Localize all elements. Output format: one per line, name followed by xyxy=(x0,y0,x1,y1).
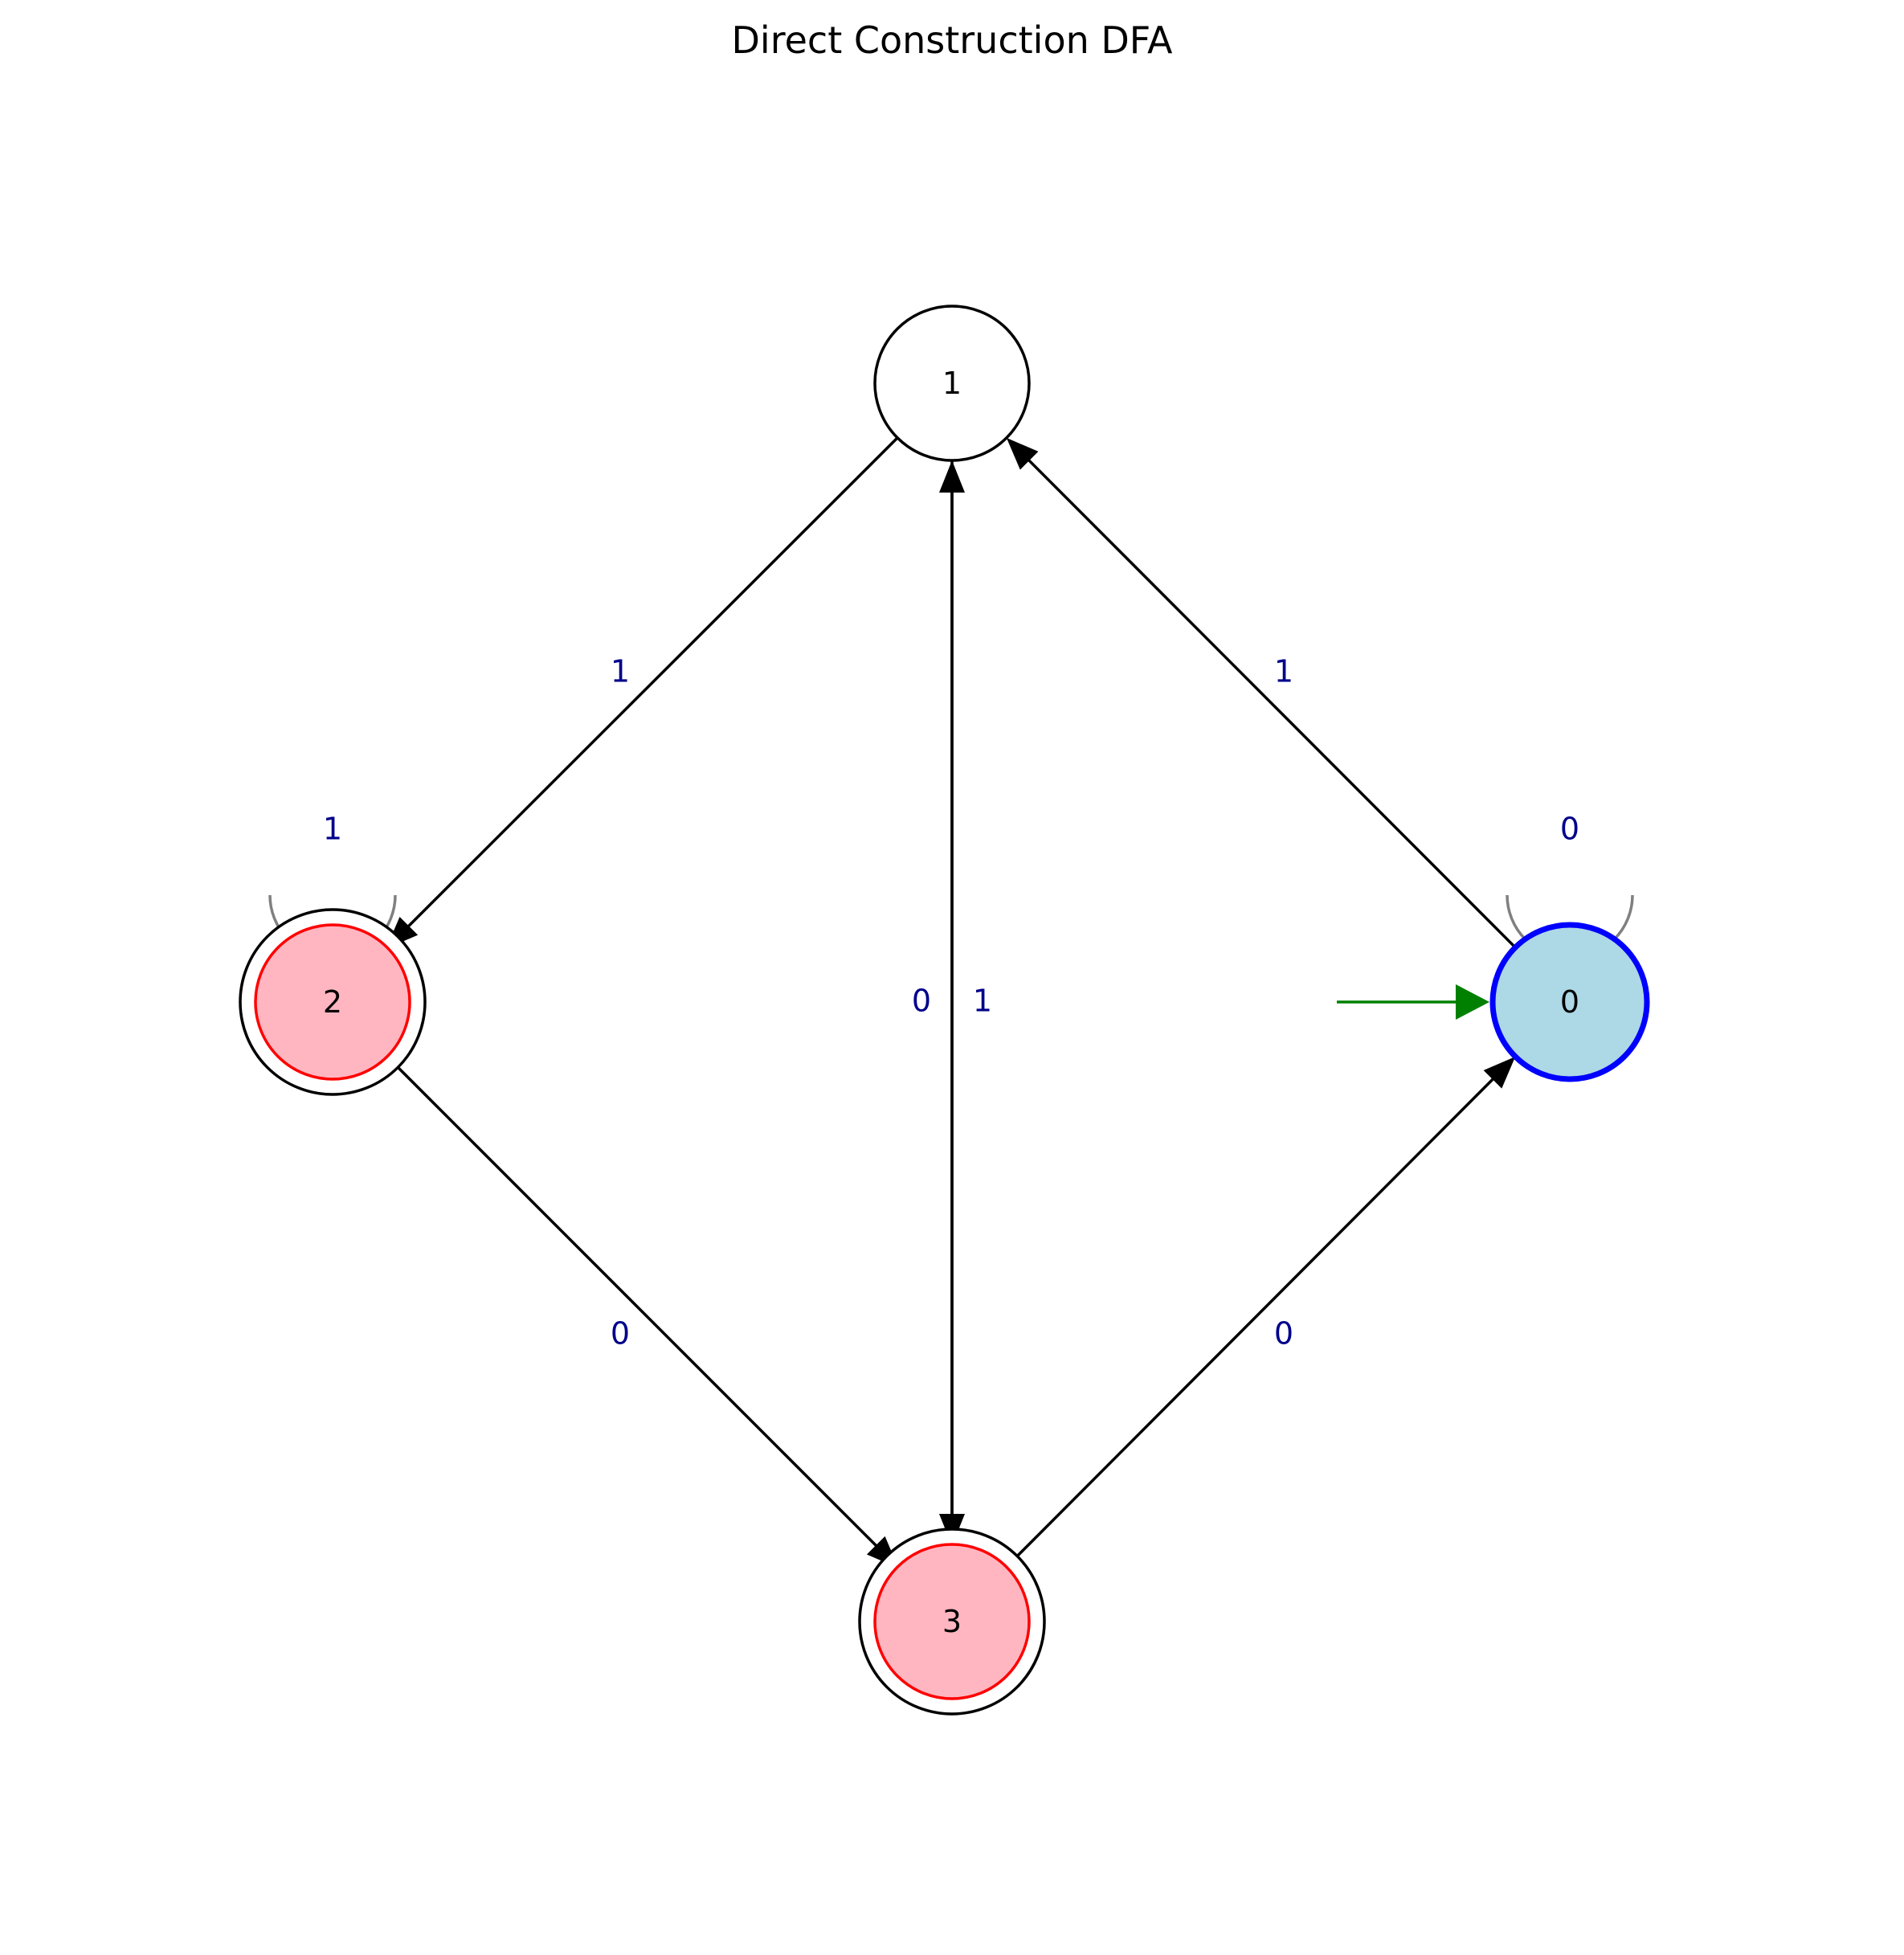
diagram-title: Direct Construction DFA xyxy=(732,18,1174,62)
state-3: 3 xyxy=(858,1528,1046,1716)
self-loop-label-2: 1 xyxy=(323,812,342,847)
state-label-1: 1 xyxy=(942,366,962,401)
states-layer: 0 1 2 3 xyxy=(239,305,1650,1716)
state-0: 0 xyxy=(1489,922,1650,1082)
start-indicator-layer xyxy=(1337,984,1489,1020)
state-label-2: 2 xyxy=(323,984,342,1020)
state-circle-2 xyxy=(254,923,411,1081)
state-circle-3 xyxy=(873,1543,1031,1700)
state-circle-1 xyxy=(873,305,1031,462)
transition-label-0-to-1: 1 xyxy=(1274,654,1293,689)
arrowhead-0-to-1 xyxy=(1006,437,1039,470)
transition-1-to-2 xyxy=(402,436,899,932)
state-2: 2 xyxy=(239,908,427,1096)
transition-0-to-1 xyxy=(1024,455,1517,949)
transition-labels-layer: 1 1 0 0 0 1 0 1 xyxy=(323,654,1579,1352)
arrowhead-3-to-1 xyxy=(939,460,965,493)
state-label-0: 0 xyxy=(1560,984,1579,1020)
state-1: 1 xyxy=(873,305,1031,462)
state-label-3: 3 xyxy=(942,1604,962,1639)
transition-label-3-to-1: 1 xyxy=(973,984,992,1019)
transitions-layer xyxy=(386,436,1517,1568)
transition-label-3-to-0: 0 xyxy=(1274,1316,1293,1352)
transition-label-2-to-3: 0 xyxy=(611,1316,630,1352)
arrowhead-3-to-0 xyxy=(1483,1056,1516,1089)
transition-label-1-to-2: 1 xyxy=(611,654,630,689)
start-arrowhead xyxy=(1456,984,1489,1020)
transition-label-1-to-3: 0 xyxy=(912,984,931,1019)
state-circle-0 xyxy=(1489,922,1650,1082)
transition-2-to-3 xyxy=(386,1055,882,1552)
self-loop-label-0: 0 xyxy=(1560,812,1579,847)
transition-3-to-0 xyxy=(1005,1074,1498,1568)
